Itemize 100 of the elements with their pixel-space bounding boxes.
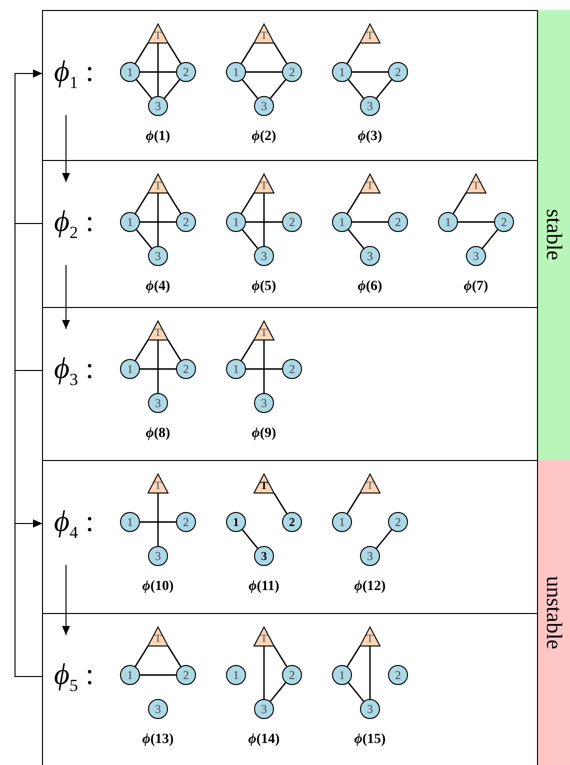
phi-label: ϕ$_{2}$ : (42, 182, 104, 265)
graph-edge (140, 674, 176, 676)
circle-node: 3 (148, 546, 168, 566)
circle-node: 3 (148, 96, 168, 116)
circle-node: 1 (226, 62, 246, 82)
circle-node: 1 (120, 359, 140, 379)
graph-edge (273, 42, 288, 64)
graph-edge (270, 682, 286, 702)
graph-caption: ϕ(14) (248, 732, 280, 748)
circle-node: 1 (332, 665, 352, 685)
graph-edge (263, 646, 265, 699)
down-arrow (62, 264, 70, 330)
graph-edge (263, 340, 265, 393)
graph-edge (263, 193, 265, 246)
triangle-node: T (359, 626, 381, 647)
graph-edge (167, 192, 182, 214)
graph-edge (240, 42, 255, 64)
circle-node: 2 (282, 665, 302, 685)
graph-caption: ϕ(11) (248, 579, 280, 595)
triangle-node: T (253, 320, 275, 341)
graph-caption: ϕ(7) (464, 279, 488, 295)
circle-node: 1 (226, 359, 246, 379)
graph-edge (167, 646, 182, 667)
circle-node: 3 (360, 96, 380, 116)
circle-node: 2 (176, 212, 196, 232)
graph-edge (167, 340, 182, 361)
phi-label: ϕ$_{1}$ : (42, 32, 104, 115)
down-arrow (62, 564, 70, 636)
graph-caption: ϕ(4) (146, 279, 170, 295)
triangle-node: T (253, 173, 275, 194)
graph-edge (136, 79, 152, 99)
graph-edge (157, 340, 159, 393)
graph-edge (352, 71, 388, 73)
graph-edge (482, 229, 498, 249)
circle-node: 2 (282, 212, 302, 232)
circle-node: 3 (254, 246, 274, 266)
graph-edge (240, 340, 255, 361)
circle-node: 2 (282, 512, 302, 532)
triangle-node: T (253, 626, 275, 647)
circle-node: 3 (466, 246, 486, 266)
graph-edge (270, 79, 286, 99)
circle-node: 1 (332, 62, 352, 82)
graph-edge (157, 193, 159, 246)
circle-node: 3 (148, 699, 168, 719)
row-panel (42, 460, 538, 614)
graph-edge (246, 221, 282, 223)
circle-node: 3 (360, 699, 380, 719)
graph-edge (242, 529, 258, 549)
triangle-node: T (359, 23, 381, 44)
graph-edge (369, 646, 371, 699)
circle-node: 3 (254, 699, 274, 719)
circle-node: 3 (254, 96, 274, 116)
graph-caption: ϕ(1) (146, 129, 170, 145)
graph-edge (140, 71, 176, 73)
row-panel (42, 10, 538, 161)
circle-node: 1 (438, 212, 458, 232)
graph-edge (167, 42, 182, 64)
phi-label: ϕ$_{4}$ : (42, 482, 104, 565)
triangle-node: T (147, 23, 169, 44)
graph-edge (164, 79, 180, 99)
triangle-node: T (465, 173, 487, 194)
status-band: unstable (538, 460, 570, 765)
status-band: stable (538, 10, 570, 460)
graph-edge (157, 493, 159, 546)
graph-edge (242, 229, 258, 249)
graph-edge (134, 192, 149, 214)
graph-edge (352, 221, 388, 223)
graph-caption: ϕ(10) (142, 579, 174, 595)
circle-node: 2 (388, 665, 408, 685)
graph-edge (242, 79, 258, 99)
row-panel (42, 160, 538, 308)
circle-node: 1 (332, 512, 352, 532)
triangle-node: T (147, 320, 169, 341)
graph-caption: ϕ(9) (252, 426, 276, 442)
graph-edge (246, 71, 282, 73)
circle-node: 2 (388, 62, 408, 82)
triangle-node: T (147, 473, 169, 494)
graph-edge (376, 79, 392, 99)
graph-caption: ϕ(12) (354, 579, 386, 595)
graph-edge (346, 646, 361, 667)
circle-node: 1 (120, 212, 140, 232)
graph-caption: ϕ(13) (142, 732, 174, 748)
graph-edge (346, 42, 361, 64)
circle-node: 3 (360, 246, 380, 266)
graph-edge (246, 368, 282, 370)
circle-node: 2 (388, 212, 408, 232)
graph-caption: ϕ(2) (252, 129, 276, 145)
circle-node: 2 (176, 359, 196, 379)
triangle-node: T (253, 473, 275, 494)
graph-edge (458, 221, 494, 223)
circle-node: 1 (120, 512, 140, 532)
graph-edge (273, 492, 288, 514)
circle-node: 1 (120, 62, 140, 82)
circle-node: 2 (176, 665, 196, 685)
circle-node: 1 (226, 512, 246, 532)
circle-node: 2 (282, 359, 302, 379)
graph-edge (157, 43, 159, 96)
graph-edge (376, 529, 392, 549)
graph-edge (273, 646, 288, 667)
circle-node: 1 (332, 212, 352, 232)
